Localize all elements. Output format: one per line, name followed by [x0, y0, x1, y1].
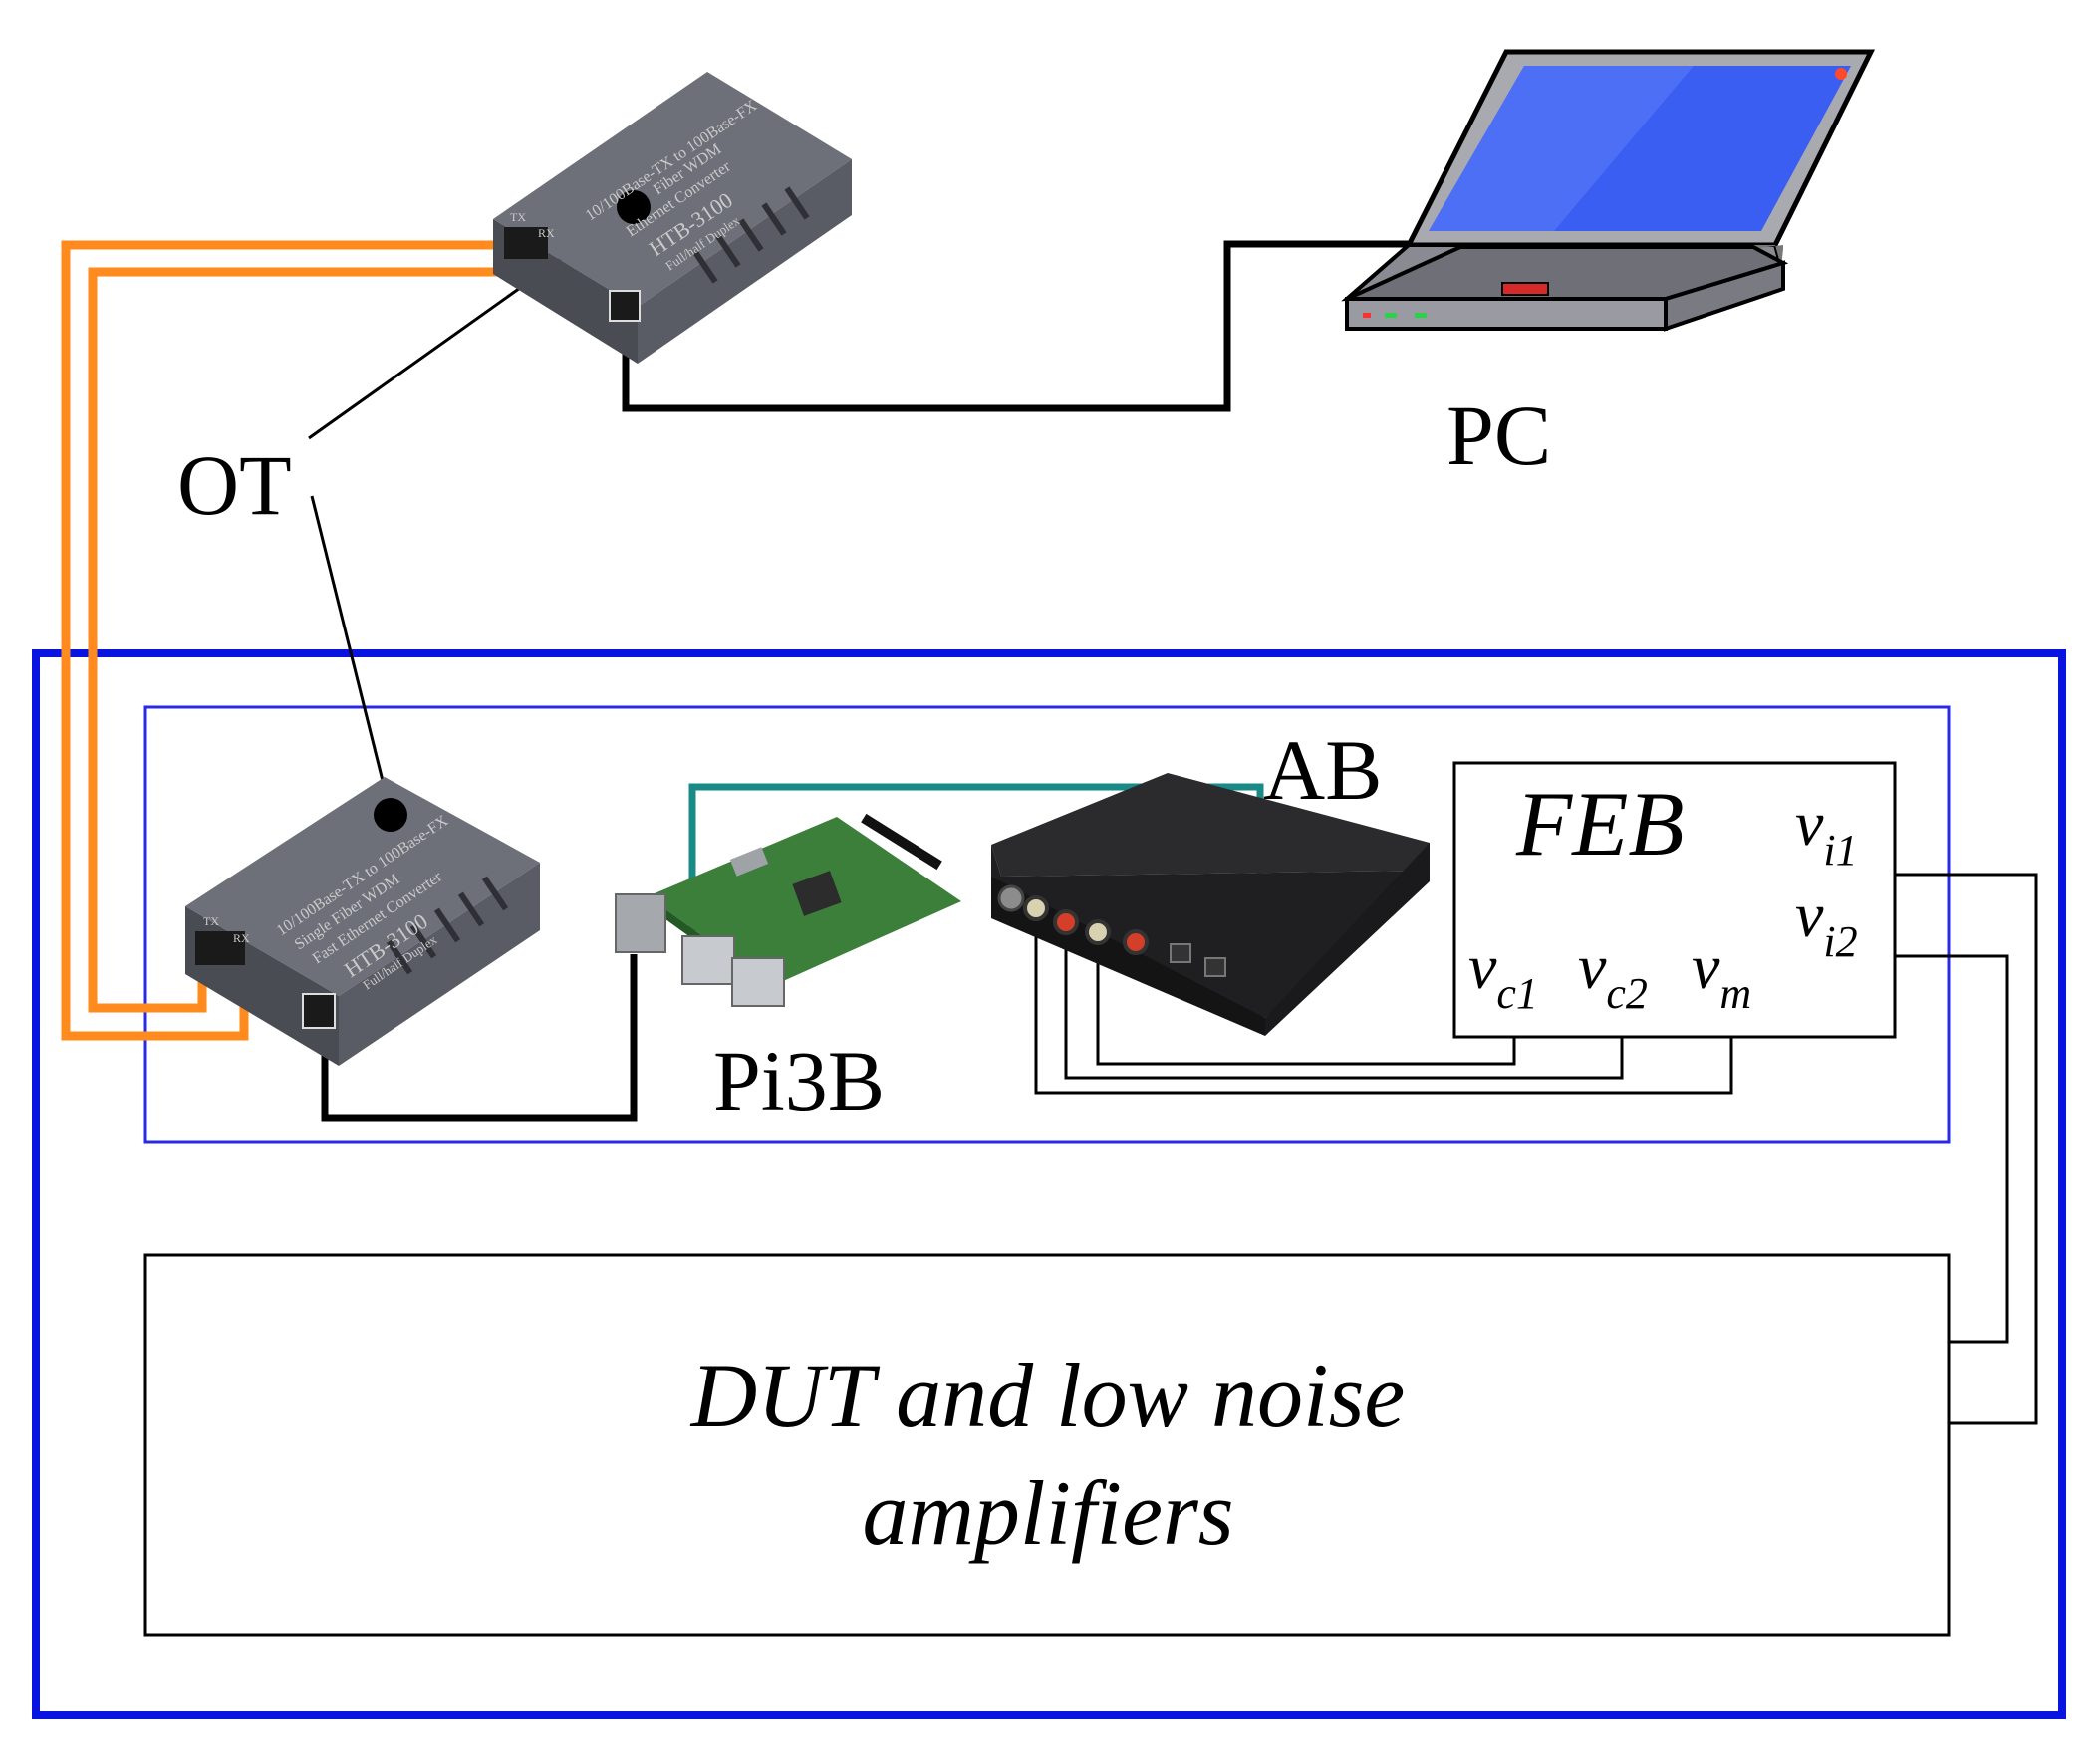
converter-top-port-tx: TX	[510, 210, 526, 224]
converter-bottom-face	[185, 777, 540, 996]
optical-port-1	[1170, 943, 1191, 963]
label-feb: FEB	[1515, 773, 1685, 875]
converter-bottom-rj45-port	[302, 993, 336, 1029]
pi-usb-port-2	[731, 957, 785, 1007]
label-vc1: vc1	[1468, 931, 1538, 1018]
inner-acquisition-box	[143, 705, 1951, 1144]
audio-jack-1	[997, 884, 1025, 912]
pi-usb-port-1	[681, 935, 735, 985]
laptop-base-side	[1664, 260, 1785, 332]
wire-vm	[1034, 916, 1733, 1095]
converter-top-port-rx: RX	[538, 226, 555, 240]
label-ab: AB	[1263, 722, 1382, 818]
audio-jack-3	[1053, 909, 1079, 935]
feb-dut-wires	[1895, 873, 2038, 1425]
converter-top-rj45-port	[609, 290, 641, 322]
wire-vc1	[1096, 931, 1516, 1066]
pi-gpio-header	[861, 813, 942, 871]
label-vi1: vi1	[1795, 788, 1858, 875]
ethernet-cable-top	[622, 240, 1509, 412]
pi-ethernet-port	[615, 893, 666, 953]
converter-bottom-port-rx: RX	[233, 931, 250, 945]
fiber-cables	[61, 240, 543, 1041]
feb-box	[1452, 761, 1897, 1039]
label-pc: PC	[1446, 387, 1551, 483]
converter-bottom-port-tx: TX	[203, 914, 219, 928]
label-ot: OT	[177, 437, 292, 533]
laptop-touchpad	[1501, 282, 1549, 296]
label-vi2: vi2	[1795, 879, 1858, 966]
label-dut-line1: DUT and low noise	[689, 1345, 1406, 1446]
wire-vi1	[1895, 873, 2038, 1425]
audio-box-front	[991, 845, 1425, 1018]
ethernet-cable-bottom	[321, 954, 638, 1122]
audio-wires	[1034, 916, 1733, 1095]
label-vc2: vc2	[1578, 931, 1648, 1018]
optical-port-2	[1204, 957, 1226, 977]
laptop-screen-glare	[1429, 66, 1694, 231]
audio-box	[991, 773, 1430, 1036]
fiber-cable-outer	[61, 240, 513, 1041]
media-converter-bottom: 10/100Base-TX to 100Base-FX Single Fiber…	[185, 777, 540, 1066]
audio-jack-4	[1085, 919, 1111, 945]
converter-bottom-fiber-port	[195, 931, 245, 965]
audio-jack-2	[1023, 895, 1049, 921]
audio-jack-5	[1123, 929, 1149, 955]
converter-top-fiber-port	[504, 227, 548, 259]
pi-cpu	[792, 871, 842, 916]
label-vm: vm	[1692, 931, 1751, 1018]
wire-vi2	[1895, 954, 2009, 1344]
media-converter-top: 10/100Base-TX to 100Base-FX Fiber WDM Et…	[493, 72, 852, 364]
converter-top-side	[638, 159, 852, 364]
label-pi3b: Pi3B	[713, 1033, 885, 1129]
ot-marker-top	[617, 190, 651, 224]
converter-top-face	[493, 72, 852, 307]
audio-box-side	[1265, 843, 1430, 1036]
raspberry-pi-board	[615, 813, 961, 1007]
wire-vc2	[1064, 931, 1624, 1080]
audio-box-top	[991, 773, 1430, 877]
outer-shield-box	[32, 649, 2066, 1719]
laptop-pc	[1341, 49, 1876, 332]
ot-leader-bottom	[310, 495, 392, 810]
pi-hdmi	[729, 847, 769, 877]
label-dut-line2: amplifiers	[862, 1462, 1233, 1564]
ot-marker-bottom	[374, 798, 407, 832]
converter-bottom-side	[339, 863, 540, 1066]
laptop-power-light	[1835, 68, 1847, 80]
dut-box	[143, 1253, 1951, 1637]
fiber-cable-inner	[88, 267, 543, 1013]
